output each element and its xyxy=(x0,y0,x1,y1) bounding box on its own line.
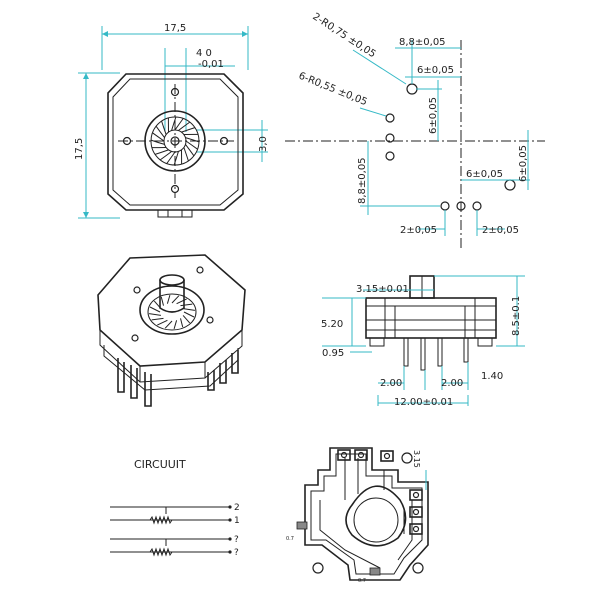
dim-8-8-top: 8,8±0,05 xyxy=(399,37,446,48)
shaft-tol-top: 4 0 xyxy=(196,48,212,59)
pin-right-offset: 1.40 xyxy=(481,371,503,382)
body-height-label: 5.20 xyxy=(321,319,343,330)
dim-2-right: 2±0,05 xyxy=(482,225,519,236)
total-height-label: 8.5±0.1 xyxy=(511,296,522,336)
circuit-pin-1: 1 xyxy=(234,516,240,526)
shaft-side-label: 3,0 xyxy=(258,136,269,152)
mount-hole-bottom xyxy=(170,184,180,194)
footprint-dim-bottom: 0.7 xyxy=(358,578,366,584)
small-hole-1 xyxy=(385,113,395,123)
pin-pitch-left: 2.00 xyxy=(380,378,402,389)
circuit-pin-3: ? xyxy=(234,535,239,545)
height-label: 17,5 xyxy=(74,138,85,160)
small-hole-6 xyxy=(472,201,482,211)
circuit-pin-2: 2 xyxy=(234,503,240,513)
body-outline xyxy=(107,73,244,211)
small-hole-2 xyxy=(385,133,395,143)
small-hole-4 xyxy=(440,201,450,211)
width-label: 17,5 xyxy=(164,23,186,34)
footprint-hole-bottom-right xyxy=(412,562,424,574)
small-hole-3 xyxy=(385,151,395,161)
small-hole-5 xyxy=(456,201,466,211)
hole-pattern: 2-R0,75 ±0,05 6-R0,55 ±0,05 8,8±0,05 6±0… xyxy=(285,11,545,250)
mount-hole-left xyxy=(122,136,132,146)
pin-span-label: 12.00±0.01 xyxy=(394,397,453,408)
footprint-dim-left: 0.7 xyxy=(286,536,294,542)
shaft-tol-bottom: -0,01 xyxy=(198,59,224,70)
dim-6-top-h: 6±0,05 xyxy=(417,65,454,76)
shaft-collar xyxy=(144,110,206,172)
small-holes-label: 6-R0,55 ±0,05 xyxy=(297,71,369,109)
footprint-hole-top xyxy=(401,452,413,464)
pcb-footprint: 3.15 0.7 0.7 xyxy=(286,447,429,584)
dim-6-top-v: 6±0,05 xyxy=(428,97,439,134)
base-offset-label: 0.95 xyxy=(322,348,344,359)
mount-hole-top xyxy=(170,87,180,97)
dim-2-left: 2±0,05 xyxy=(400,225,437,236)
pin-pitch-right: 2.00 xyxy=(441,378,463,389)
isometric-view xyxy=(97,254,246,407)
mount-hole-right xyxy=(219,136,229,146)
dim-8-8-left: 8,8±0,05 xyxy=(357,157,368,204)
large-hole-top xyxy=(406,83,418,95)
large-hole-right xyxy=(504,179,516,191)
top-view: 17,5 17,5 4 0 -0,01 3,0 xyxy=(74,23,269,219)
footprint-hole-bottom-left xyxy=(312,562,324,574)
circuit-diagram: CIRCUUIT 2 1 ? ? xyxy=(110,458,240,558)
dim-6-right-v: 6±0,05 xyxy=(518,145,529,182)
side-view: 3.15±0.01 5.20 8.5±0.1 0.95 2.00 2.00 1.… xyxy=(321,275,525,408)
dim-6-right-h: 6±0,05 xyxy=(466,169,503,180)
footprint-dim-top: 3.15 xyxy=(412,450,421,468)
circuit-title: CIRCUUIT xyxy=(134,458,186,471)
shaft-width-label: 3.15±0.01 xyxy=(356,284,409,295)
circuit-pin-4: ? xyxy=(234,548,239,558)
gear-teeth xyxy=(150,116,200,166)
big-holes-label: 2-R0,75 ±0,05 xyxy=(310,11,377,60)
